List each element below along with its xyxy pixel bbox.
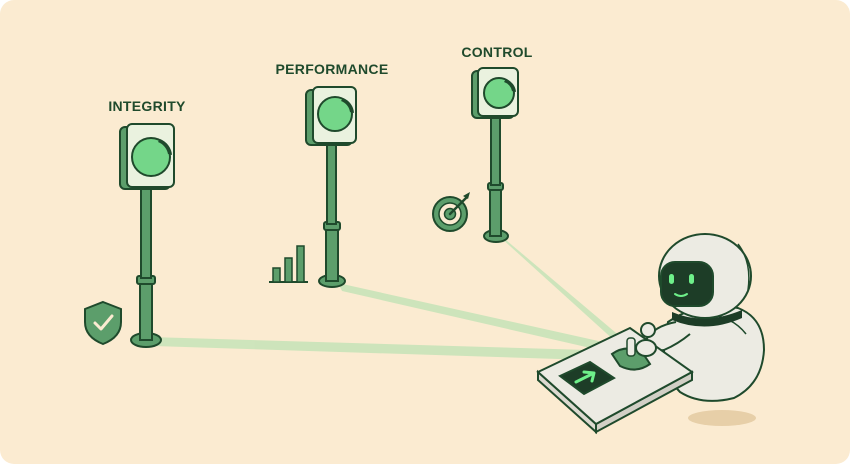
performance-label: PERFORMANCE [275,61,389,77]
control-signal [471,67,519,243]
robot-shadow [688,410,756,426]
shield-check-icon [84,300,122,346]
integrity-label: INTEGRITY [108,98,186,114]
bar-chart-icon [269,245,308,283]
performance-signal [305,86,357,288]
light-beams [150,237,622,360]
integrity-signal [119,123,175,348]
target-icon [432,192,470,232]
arrow-up-right-icon [558,360,616,396]
control-console [536,326,694,435]
control-label: CONTROL [461,44,533,60]
